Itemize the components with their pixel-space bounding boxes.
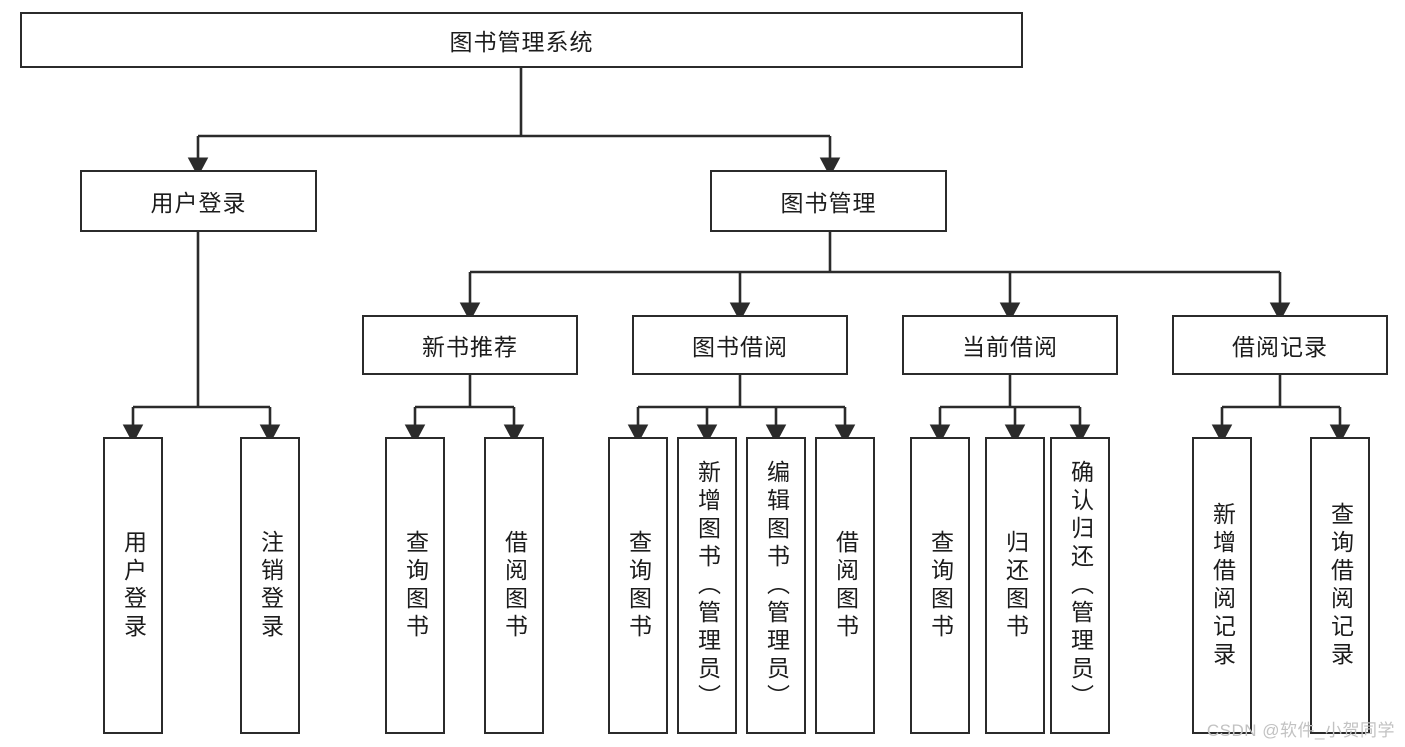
node-root[interactable]: 图书管理系统	[20, 12, 1023, 68]
node-book-management-label: 图书管理	[780, 190, 877, 216]
leaf-add-borrow-record[interactable]: 新增借阅记录	[1192, 437, 1252, 734]
leaf-label: 确认归还（管理员）	[1067, 459, 1094, 712]
node-book-management[interactable]: 图书管理	[710, 170, 947, 232]
node-borrow-record[interactable]: 借阅记录	[1172, 315, 1388, 375]
leaf-user-login[interactable]: 用户登录	[103, 437, 163, 734]
leaf-return-book[interactable]: 归还图书	[985, 437, 1045, 734]
csdn-watermark: CSDN @软件_小贺同学	[1206, 721, 1395, 740]
leaf-query-book-rec[interactable]: 查询图书	[385, 437, 445, 734]
leaf-label: 注销登录	[257, 529, 284, 642]
leaf-logout[interactable]: 注销登录	[240, 437, 300, 734]
leaf-label: 查询图书	[402, 529, 429, 642]
leaf-label: 查询图书	[927, 529, 954, 642]
leaf-label: 新增借阅记录	[1209, 501, 1236, 670]
leaf-label: 新增图书（管理员）	[694, 459, 721, 712]
leaf-label: 归还图书	[1002, 529, 1029, 642]
leaf-label: 查询图书	[625, 529, 652, 642]
node-user-login-label: 用户登录	[150, 190, 247, 216]
leaf-edit-book-admin[interactable]: 编辑图书（管理员）	[746, 437, 806, 734]
leaf-confirm-return-admin[interactable]: 确认归还（管理员）	[1050, 437, 1110, 734]
node-current-borrow-label: 当前借阅	[962, 334, 1058, 360]
node-user-login[interactable]: 用户登录	[80, 170, 317, 232]
leaf-query-borrow-record[interactable]: 查询借阅记录	[1310, 437, 1370, 734]
node-new-book-recommend-label: 新书推荐	[422, 334, 518, 360]
leaf-label: 用户登录	[120, 529, 147, 642]
leaf-add-book-admin[interactable]: 新增图书（管理员）	[677, 437, 737, 734]
leaf-query-book[interactable]: 查询图书	[608, 437, 668, 734]
node-current-borrow[interactable]: 当前借阅	[902, 315, 1118, 375]
node-book-borrow[interactable]: 图书借阅	[632, 315, 848, 375]
leaf-label: 借阅图书	[832, 529, 859, 642]
leaf-label: 查询借阅记录	[1327, 501, 1354, 670]
leaf-borrow-book[interactable]: 借阅图书	[815, 437, 875, 734]
node-new-book-recommend[interactable]: 新书推荐	[362, 315, 578, 375]
leaf-borrow-book-rec[interactable]: 借阅图书	[484, 437, 544, 734]
node-borrow-record-label: 借阅记录	[1232, 334, 1328, 360]
node-root-label: 图书管理系统	[449, 29, 594, 55]
leaf-label: 编辑图书（管理员）	[763, 459, 790, 712]
node-book-borrow-label: 图书借阅	[692, 334, 788, 360]
leaf-query-book-current[interactable]: 查询图书	[910, 437, 970, 734]
leaf-label: 借阅图书	[501, 529, 528, 642]
